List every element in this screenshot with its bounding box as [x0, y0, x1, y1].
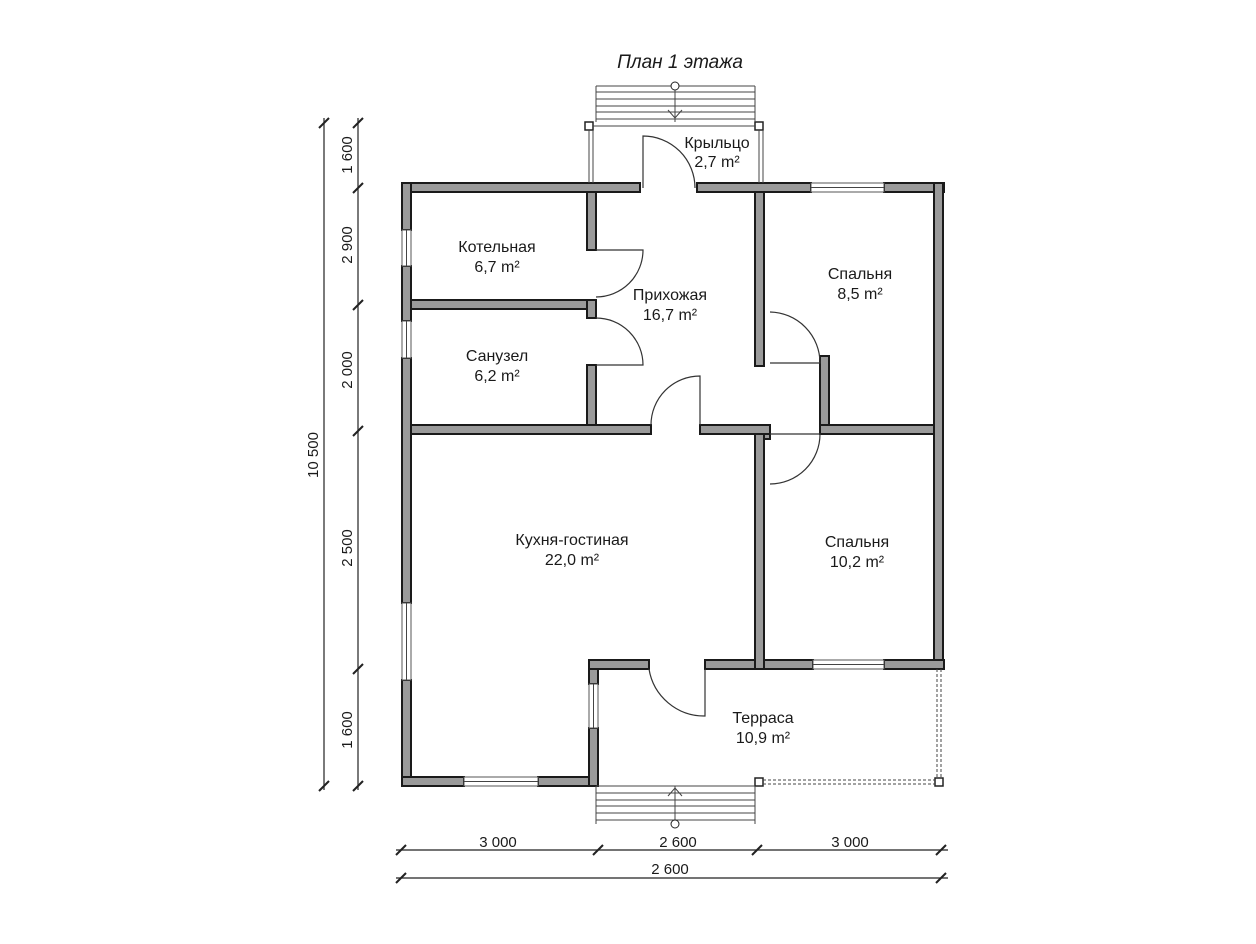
dim-total-height: 10 500: [305, 432, 322, 478]
room-living-name: Кухня-гостиная: [515, 532, 628, 549]
doors: [595, 135, 821, 717]
room-living-area: 22,0 m²: [545, 552, 600, 569]
porch-structure: [584, 81, 764, 183]
room-terrace-name: Терраса: [732, 710, 793, 727]
dim-bottom-3: 3 000: [831, 834, 869, 851]
room-bathroom-area: 6,2 m²: [474, 368, 520, 385]
plan-title: План 1 этажа: [617, 52, 743, 73]
room-hall-area: 16,7 m²: [643, 307, 698, 324]
dim-bottom-1: 3 000: [479, 834, 517, 851]
dim-total-width: 2 600: [651, 861, 689, 878]
room-bathroom-name: Санузел: [466, 348, 528, 365]
interior-walls: [410, 191, 935, 670]
room-bedroom1-area: 8,5 m²: [837, 286, 883, 303]
dim-left-1: 1 600: [339, 136, 356, 174]
room-boiler-name: Котельная: [458, 239, 535, 256]
bottom-dimensions: 3 000 2 600 3 000 2 600: [395, 834, 948, 884]
dim-bottom-2: 2 600: [659, 834, 697, 851]
terrace-structure: [595, 669, 944, 829]
room-terrace-area: 10,9 m²: [736, 730, 791, 747]
dim-left-4: 2 500: [339, 529, 356, 567]
room-hall-name: Прихожая: [633, 287, 707, 304]
room-porch-name: Крыльцо: [684, 135, 749, 152]
windows: [401, 182, 885, 787]
dim-left-3: 2 000: [339, 351, 356, 389]
left-dimensions: 1 600 2 900 2 000 2 500 1 600 10 500: [305, 117, 364, 792]
room-bedroom2-area: 10,2 m²: [830, 554, 885, 571]
room-porch-area: 2,7 m²: [694, 154, 740, 171]
room-boiler-area: 6,7 m²: [474, 259, 520, 276]
dim-left-2: 2 900: [339, 226, 356, 264]
dim-left-5: 1 600: [339, 711, 356, 749]
room-bedroom2-name: Спальня: [825, 534, 889, 551]
room-bedroom1-name: Спальня: [828, 266, 892, 283]
room-labels: Крыльцо 2,7 m² Котельная 6,7 m² Прихожая…: [458, 135, 892, 747]
